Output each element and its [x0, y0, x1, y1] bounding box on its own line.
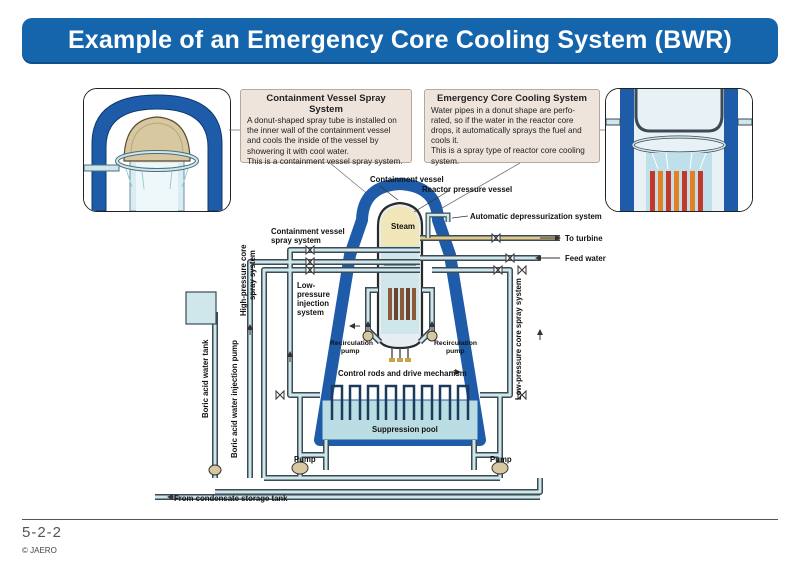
- feed-water-label: Feed water: [565, 254, 606, 263]
- containment-vessel-label: Containment vessel: [370, 175, 444, 184]
- boric-acid-water-tank: [185, 291, 217, 325]
- downcomer-pipes: [330, 384, 470, 420]
- pump-right-icon: [491, 461, 509, 475]
- note-body: A donut-shaped spray tube is installed o…: [247, 116, 405, 167]
- lp-injection-label-2: pressure: [297, 290, 331, 299]
- note-body: Water pipes in a donut shape are perfo- …: [431, 106, 593, 167]
- containment-spray-label-2: spray system: [271, 236, 321, 245]
- auto-depressurization-label: Automatic depressurization system: [470, 212, 602, 221]
- process-pipes: [420, 212, 560, 261]
- note-heading-line: System: [309, 103, 343, 115]
- note-heading: Emergency Core Cooling System: [431, 93, 593, 105]
- copyright: © JAERO: [22, 546, 57, 555]
- boric-tank-label: Boric acid water tank: [201, 339, 210, 418]
- fuel-assemblies: [388, 288, 416, 320]
- suppression-pool: [322, 400, 478, 440]
- note-line: rated, so if the water in the reactor co…: [431, 115, 574, 125]
- note-line: This is a spray type of reactor core coo…: [431, 146, 585, 156]
- note-line: cools it.: [431, 136, 459, 146]
- note-line: A donut-shaped spray tube is installed o…: [247, 116, 397, 125]
- note-line: drops, it automatically sprays the fuel …: [431, 125, 582, 135]
- hp-core-spray-label-2: spray system: [248, 250, 257, 300]
- reactor-pressure-vessel-label: Reactor pressure vessel: [422, 185, 512, 194]
- lp-injection-label-3: injection: [297, 299, 329, 308]
- note-line: system.: [431, 156, 460, 166]
- pump-right-label: Pump: [490, 455, 512, 464]
- eccs-note: Emergency Core Cooling System Water pipe…: [424, 89, 600, 166]
- page-number: 5-2-2: [22, 524, 63, 541]
- recirc-pump-right-label-2: pump: [446, 348, 465, 355]
- boric-pump-label: Boric acid water injection pump: [230, 340, 239, 458]
- control-rods-label: Control rods and drive mechanism: [338, 369, 467, 378]
- note-heading-line: Containment Vessel Spray: [266, 93, 386, 104]
- containment-spray-label-1: Containment vessel: [271, 227, 345, 236]
- note-line: and cools the inside of the vessel by: [247, 136, 379, 146]
- recirc-pump-left-label-1: Recirculation: [330, 340, 373, 347]
- bwr-eccs-diagram: Containment vessel Reactor pressure vess…: [155, 129, 606, 503]
- valve-icons: [275, 232, 527, 401]
- suppression-pool-label: Suppression pool: [372, 425, 438, 434]
- page-title: Example of an Emergency Core Cooling Sys…: [67, 25, 733, 54]
- core-spray-illustration: [606, 89, 752, 211]
- note-line: the inner wall of the containment vessel: [247, 126, 391, 136]
- lp-core-spray-label: Low-pressure core spray system: [514, 278, 523, 400]
- boric-pump-icon: [208, 464, 222, 476]
- lp-injection-label-1: Low-: [297, 281, 316, 290]
- note-line: This is a containment vessel spray syste…: [247, 156, 403, 166]
- pump-left-label: Pump: [294, 455, 316, 464]
- flow-arrows: [167, 321, 543, 500]
- containment-spray-illustration: [84, 89, 230, 211]
- note-heading: Containment Vessel Spray System: [247, 93, 405, 115]
- note-line: Water pipes in a donut shape are perfo-: [431, 105, 575, 115]
- core-spray-inset: [605, 88, 753, 212]
- note-line: showering it with cool water.: [247, 146, 349, 156]
- containment-spray-inset: [83, 88, 231, 212]
- eccs-pipes-fill: [155, 248, 542, 499]
- hp-core-spray-label-1: High-pressure core: [239, 244, 248, 316]
- footer-divider: [22, 519, 778, 520]
- condensate-label: From condensate storage tank: [174, 494, 288, 503]
- title-banner: Example of an Emergency Core Cooling Sys…: [22, 18, 778, 62]
- recirc-pump-right-label-1: Recirculation: [434, 340, 477, 347]
- recirc-pump-left-label-2: pump: [341, 348, 360, 355]
- note-heading-line: Emergency Core Cooling System: [437, 93, 587, 104]
- steam-label: Steam: [391, 222, 415, 231]
- pump-left-icon: [291, 461, 309, 475]
- steam-dome: [381, 206, 419, 246]
- to-turbine-label: To turbine: [565, 234, 603, 243]
- containment-spray-note: Containment Vessel Spray System A donut-…: [240, 89, 412, 166]
- lp-injection-label-4: system: [297, 308, 324, 317]
